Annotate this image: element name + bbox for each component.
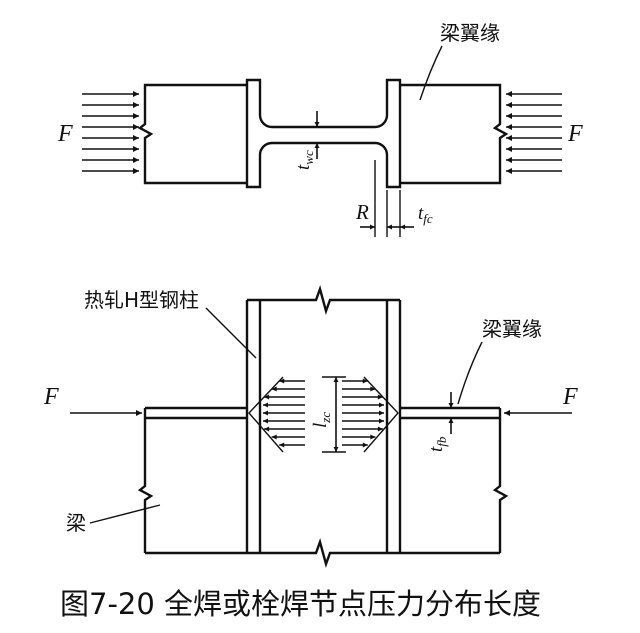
tfb-subscript: fb xyxy=(434,436,449,447)
lzc-symbol: l xyxy=(310,423,331,428)
top-force-left-label: F xyxy=(57,121,73,147)
top-flange-leader xyxy=(419,45,443,101)
top-right-beam-flange xyxy=(400,83,509,185)
beam-label: 梁 xyxy=(66,511,86,535)
fillet-radius-label: R xyxy=(355,200,369,224)
lzc-subscript: zc xyxy=(318,412,333,424)
top-force-right-label: F xyxy=(567,121,583,147)
elevation-force-left-label: F xyxy=(43,384,59,410)
column-label: 热轧H型钢柱 xyxy=(84,288,199,312)
twc-label: twc xyxy=(293,150,316,170)
top-force-arrows-right xyxy=(506,91,562,174)
top-flange-label: 梁翼缘 xyxy=(440,21,500,45)
tfc-subscript: fc xyxy=(423,211,433,226)
elevation-flange-leader xyxy=(457,341,483,405)
tfc-symbol: t xyxy=(418,203,424,224)
column-leader xyxy=(205,307,257,359)
right-beam-break-edge xyxy=(492,408,509,553)
bottom-break-line xyxy=(145,538,500,568)
top-force-arrows-left xyxy=(82,91,139,174)
tfc-label: tfc xyxy=(418,203,433,226)
elevation-force-right-label: F xyxy=(562,384,578,410)
left-beam-break-edge xyxy=(137,408,154,553)
top-column-left-flange xyxy=(245,78,262,189)
column-top-break-line xyxy=(247,285,400,315)
beam-leader xyxy=(89,504,161,524)
top-view: F F 梁翼缘 twc R tfc xyxy=(57,21,583,237)
twc-symbol: t xyxy=(293,164,314,170)
left-pressure-arrows xyxy=(263,378,305,448)
lzc-label: lzc xyxy=(310,412,333,428)
top-column-web-lower-edge xyxy=(258,141,389,156)
figure-caption: 图7-20 全焊或栓焊节点压力分布长度 xyxy=(60,587,541,621)
top-column-web-upper-edge xyxy=(258,114,389,129)
top-left-beam-flange xyxy=(137,83,247,185)
right-pressure-arrows xyxy=(342,378,384,448)
tfb-label: tfb xyxy=(426,436,449,452)
twc-subscript: wc xyxy=(301,150,316,165)
elevation-view: lzc tfb F F 热轧H型钢柱 梁翼缘 梁 xyxy=(43,285,578,568)
elevation-flange-label: 梁翼缘 xyxy=(482,317,542,341)
top-column-right-flange xyxy=(385,78,402,189)
tfb-symbol: t xyxy=(426,446,447,452)
